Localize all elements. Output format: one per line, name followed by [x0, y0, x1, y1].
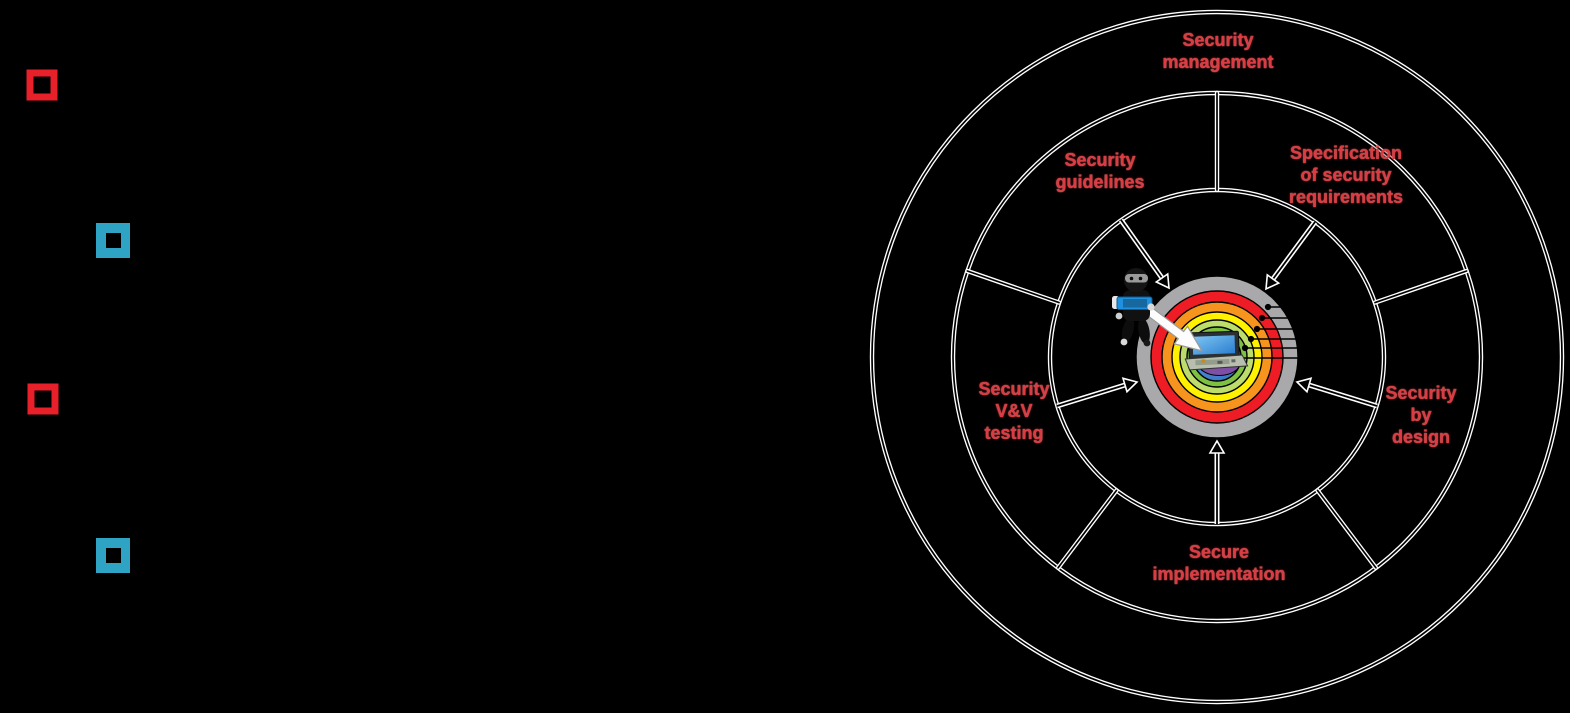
label-security-management: Security management	[1162, 30, 1274, 72]
bullet-square-teal-2	[96, 538, 130, 573]
red-outline-square-icon	[26, 69, 58, 101]
label-security-guidelines: Security guidelines	[1055, 150, 1145, 192]
red-outline-square-icon	[27, 383, 59, 415]
inward-arrows	[1056, 218, 1378, 524]
arrowheads	[1121, 272, 1313, 454]
hacker-icon	[1112, 268, 1155, 347]
label-security-by-design: Security by design	[1385, 383, 1457, 447]
laptop-icon	[1184, 330, 1249, 376]
label-security-vv-testing: Security V&V testing	[978, 379, 1050, 443]
bullet-square-red-2	[27, 383, 59, 415]
bullet-square-red-1	[26, 69, 58, 101]
label-secure-implementation: Secure implementation	[1152, 542, 1286, 584]
teal-square-hole	[106, 233, 121, 248]
bullet-square-teal-1	[96, 223, 130, 258]
label-specification-of-security-requirements: Specification of security requirements	[1288, 143, 1404, 207]
sector-dividers	[965, 90, 1469, 570]
teal-square-hole	[106, 548, 121, 563]
